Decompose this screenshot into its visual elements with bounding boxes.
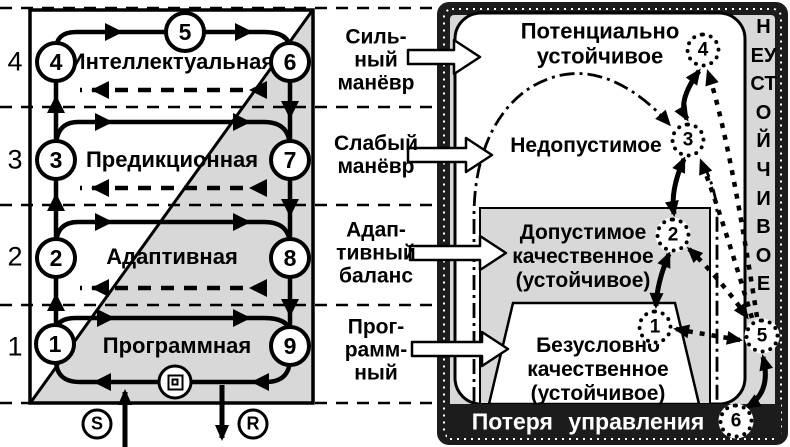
maneuver-strong-label: Силь- ный манёвр <box>337 25 415 95</box>
loss-of-control-label: Потеря управления <box>471 408 705 435</box>
adaptive-balance-arrow-icon <box>408 234 508 272</box>
solid-transitions <box>649 68 774 410</box>
frame-stitch <box>443 8 782 439</box>
loop-node-3: 3 <box>35 139 77 181</box>
strong-maneuver-arrow-icon <box>406 38 482 76</box>
zone-unconditional-label: Безусловно качественное (устойчивое) <box>527 333 669 406</box>
level-number-4: 4 <box>7 46 23 77</box>
state-node-2: 2 <box>655 217 691 253</box>
maneuver-adaptive-label: Адап- тивный баланс <box>336 218 416 288</box>
level-boundaries <box>0 6 437 405</box>
weak-maneuver-arrow-icon <box>406 136 494 174</box>
layer-label-intellectual: Интеллектуальная <box>69 49 275 74</box>
layer-label-adaptive: Адаптивная <box>106 244 238 269</box>
state-node-6: 6 <box>718 403 754 439</box>
program-target-icon <box>157 364 193 400</box>
loop-node-2: 2 <box>35 237 77 279</box>
level-number-3: 3 <box>7 144 23 175</box>
loop-node-1: 1 <box>34 323 76 365</box>
state-node-5: 5 <box>744 318 780 354</box>
loop-node-7: 7 <box>269 139 311 181</box>
zone-potentially-stable-label: Потенциально устойчивое <box>520 18 680 68</box>
loop-node-6: 6 <box>269 41 311 83</box>
level-number-2: 2 <box>7 241 23 272</box>
maneuver-weak-label: Слабый манёвр <box>334 131 418 178</box>
loop-node-5: 5 <box>164 11 206 53</box>
loop-node-8: 8 <box>269 237 311 279</box>
state-node-1: 1 <box>637 309 673 345</box>
output-r-node: R <box>237 408 269 440</box>
input-s-node: S <box>81 408 113 440</box>
loop-arrowheads <box>47 23 299 391</box>
layer-label-prediction: Предикционная <box>85 147 259 172</box>
loop-node-9: 9 <box>269 325 311 367</box>
unstable-vertical-label: НЕУСТОЙЧИВОЕ <box>750 16 777 296</box>
state-node-4: 4 <box>685 32 721 68</box>
state-node-3: 3 <box>670 122 706 158</box>
program-arrow-icon <box>410 330 510 368</box>
diagonal-line <box>29 10 314 403</box>
feedback-dashed <box>80 87 266 291</box>
loop-node-4: 4 <box>35 41 77 83</box>
maneuver-program-label: Прог- рамм- ный <box>344 315 408 385</box>
layer-label-program: Программная <box>102 333 252 358</box>
dotted-transitions <box>673 69 760 345</box>
zone-admissible-label: Допустимое качественное (устойчивое) <box>512 220 654 293</box>
level-number-1: 1 <box>7 331 23 362</box>
zone-inadmissible-label: Недопустимое <box>510 133 662 157</box>
